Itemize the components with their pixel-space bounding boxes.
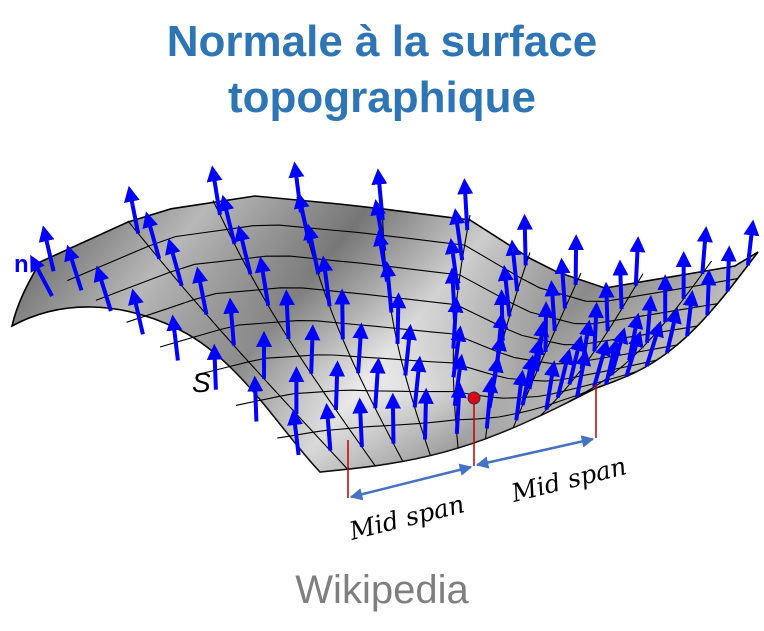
normal-vector-arrow: [627, 312, 644, 361]
normal-vector-arrow: [254, 256, 271, 307]
normal-vector-arrow: [598, 281, 615, 332]
normal-vector-arrow: [206, 165, 223, 216]
normal-vector-arrow: [329, 360, 346, 410]
normal-vector-arrow: [520, 354, 538, 406]
normal-vector-n-arrow: [30, 254, 54, 297]
source-credit: Wikipedia: [295, 568, 469, 612]
normal-vector-arrow: [206, 343, 223, 390]
normal-vector-arrow: [641, 294, 658, 343]
normal-vector-arrow: [334, 288, 351, 340]
normal-vector-arrow: [700, 269, 717, 316]
normal-vector-arrow: [304, 324, 321, 374]
normal-vector-arrow: [544, 360, 560, 410]
normal-vector-arrow: [287, 409, 303, 456]
title-line-2: topographique: [228, 73, 536, 122]
normal-vector-arrow: [592, 339, 611, 388]
normal-vector-arrow: [516, 213, 533, 266]
normal-vector-arrow: [505, 239, 522, 292]
normal-vector-arrow: [247, 375, 264, 422]
normal-label: n: [14, 251, 29, 278]
normal-vector-arrow: [450, 381, 467, 435]
normal-vector-arrow: [604, 338, 621, 385]
normal-vector-arrow: [527, 338, 545, 390]
normal-vector-arrow: [743, 219, 760, 266]
normal-vector-arrow: [124, 185, 141, 234]
normal-vector-arrow: [512, 369, 529, 421]
normal-vector-arrow: [352, 322, 369, 374]
normal-vector-arrow: [410, 355, 427, 408]
normal-vector-arrow: [451, 353, 468, 406]
normal-vector-arrow: [533, 320, 550, 372]
normal-vector-arrow: [369, 357, 386, 409]
normal-vector-arrow: [128, 288, 145, 335]
normal-vector-arrow: [278, 289, 295, 339]
mid-span-label-right: Mid span: [507, 451, 629, 508]
mid-span-dimension-left: [349, 463, 473, 501]
normal-vector-arrow: [385, 392, 402, 444]
normal-vector-arrow: [142, 211, 162, 260]
normal-vector-arrow: [234, 224, 253, 275]
normal-vector-arrow: [417, 387, 434, 440]
mid-span-dimension-right: [475, 435, 595, 469]
normal-vector-arrow: [370, 199, 387, 252]
normal-vector-arrow: [449, 208, 466, 261]
normal-vector-arrow: [609, 327, 629, 376]
normal-vector-arrow: [444, 237, 461, 291]
normal-vector-arrow: [390, 292, 407, 344]
normal-vector-arrow: [624, 330, 644, 377]
normal-vector-arrow: [587, 301, 604, 352]
normal-vector-arrow: [444, 267, 461, 320]
midpoint-marker: [467, 391, 481, 405]
page-title: Normale à la surface topographique: [0, 14, 764, 126]
normal-vector-arrow: [223, 297, 240, 346]
normal-vector-arrow: [696, 226, 713, 274]
normal-vector-arrow: [497, 264, 514, 317]
normal-vector-arrow: [612, 259, 629, 310]
normal-vector-arrow: [93, 265, 113, 312]
normal-vector-arrow: [317, 255, 334, 307]
normal-vector-arrow: [554, 257, 571, 309]
title-line-1: Normale à la surface: [166, 17, 598, 66]
normal-vector-arrow: [166, 314, 183, 361]
normal-vector-arrow: [371, 168, 388, 221]
normal-vector-arrow: [493, 289, 510, 341]
normal-vector-arrow: [537, 301, 554, 353]
normal-vector-arrow: [373, 229, 390, 282]
normal-vector-arrow: [352, 397, 369, 448]
normal-vector-arrow: [303, 223, 321, 275]
surface-shading: [12, 196, 758, 472]
normal-vector-arrow: [720, 245, 737, 292]
normal-vector-arrow: [288, 161, 305, 213]
normal-vector-arrow: [568, 234, 585, 285]
normal-vector-arrow: [450, 325, 467, 378]
normal-vector-arrow: [38, 225, 56, 272]
normal-vector-arrow: [319, 402, 336, 451]
normal-vector-arrow: [567, 335, 586, 385]
normal-vector-arrow: [218, 194, 237, 245]
normal-vector-arrow: [682, 290, 699, 337]
normal-vector-arrow: [555, 348, 574, 399]
normal-vector-arrow: [64, 244, 84, 291]
normal-vector-arrow: [457, 178, 474, 231]
normal-vector-arrow: [629, 236, 646, 286]
normal-vector-arrow: [192, 266, 209, 315]
mid-span-label-left: Mid span: [345, 489, 467, 546]
normal-vector-arrow: [165, 238, 184, 287]
normal-vector-arrow: [401, 323, 417, 376]
surface-label: S: [192, 367, 211, 398]
normal-vector-arrow: [544, 280, 561, 332]
normal-vector-arrow: [644, 320, 664, 367]
normal-vector-arrow: [664, 307, 682, 354]
normal-vector-arrow: [579, 319, 595, 370]
normal-vectors: [30, 161, 760, 456]
